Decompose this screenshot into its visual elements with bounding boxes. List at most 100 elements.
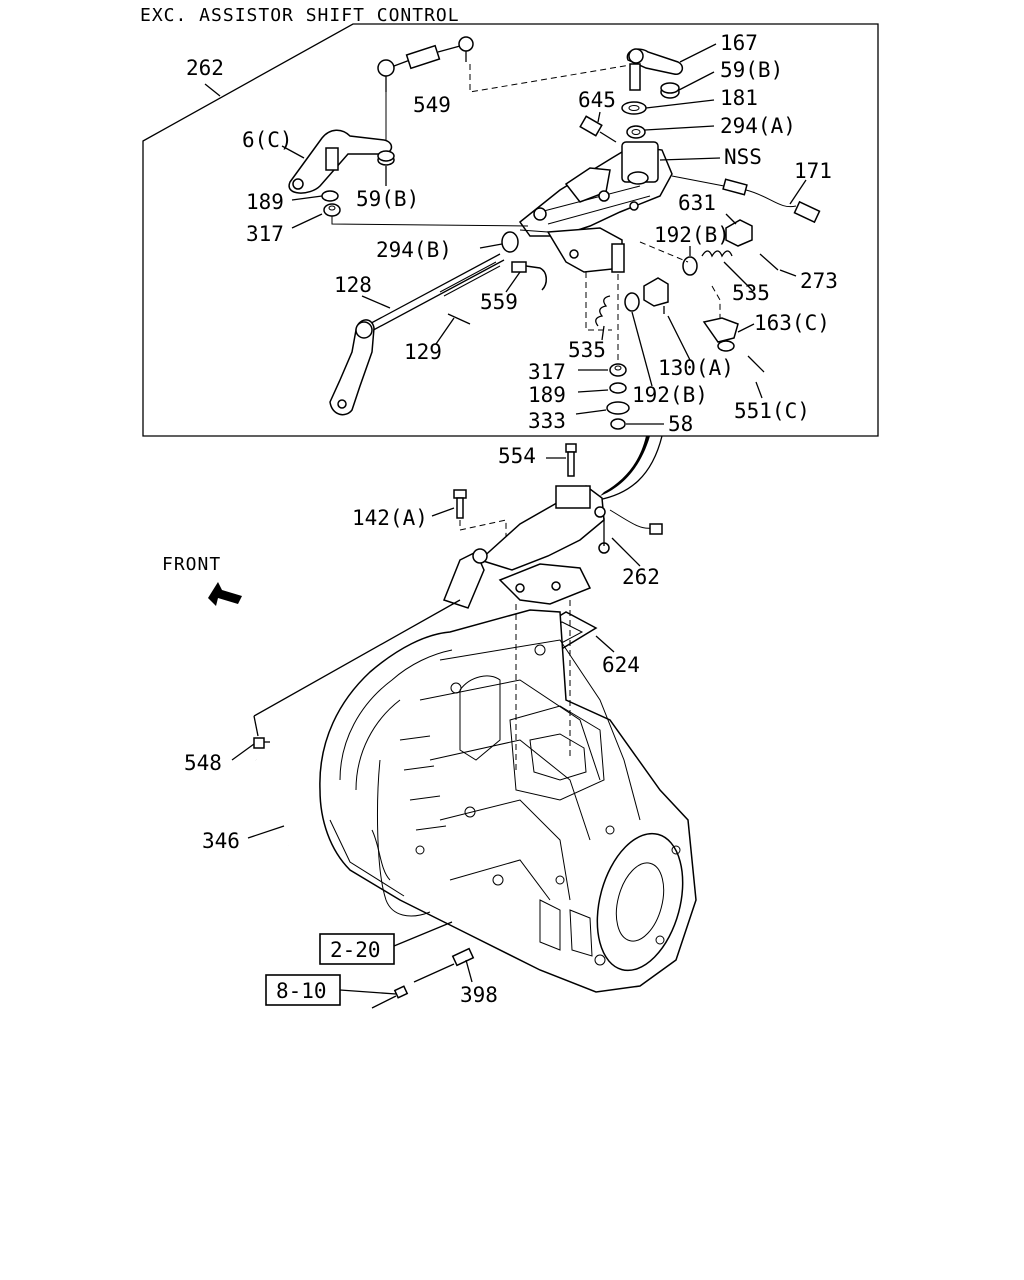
leader-273	[779, 269, 797, 277]
ref-box-2-20	[319, 933, 395, 965]
label-294a: 294(A)	[720, 114, 796, 138]
label-163c: 163(C)	[754, 311, 830, 335]
label-398: 398	[460, 983, 498, 1007]
bolt-8-10	[371, 985, 409, 1009]
label-262-top: 262	[186, 56, 224, 80]
bushing-317-low	[609, 363, 627, 377]
label-189-low: 189	[528, 383, 566, 407]
nut-59b-mid	[377, 150, 395, 166]
shift-housing-nss	[518, 141, 673, 237]
label-273: 273	[800, 269, 838, 293]
washer-181	[621, 101, 647, 115]
leader-129	[435, 317, 455, 345]
leader-333	[575, 409, 607, 415]
leader-142a	[431, 507, 455, 517]
label-624: 624	[602, 653, 640, 677]
leader-294a	[644, 125, 715, 131]
washer-333	[606, 401, 630, 415]
leader-2-20	[393, 921, 453, 947]
shift-rod-549	[377, 36, 474, 142]
label-559: 559	[480, 290, 518, 314]
sensor-398	[413, 947, 475, 983]
label-6c: 6(C)	[242, 128, 293, 152]
leader-167	[679, 43, 717, 63]
label-548: 548	[184, 751, 222, 775]
label-333: 333	[528, 409, 566, 433]
leader-189-low	[577, 389, 609, 393]
label-167: 167	[720, 31, 758, 55]
leader-128	[361, 295, 391, 309]
ref-box-8-10	[265, 974, 341, 1006]
label-551c: 551(C)	[734, 399, 810, 423]
label-nss: NSS	[724, 145, 762, 169]
label-189-top: 189	[246, 190, 284, 214]
leader-192b-low	[631, 311, 653, 387]
switch-645	[579, 115, 617, 143]
link-line-548b	[253, 715, 259, 737]
fitting-548	[253, 737, 270, 749]
shift-rod-128	[329, 253, 505, 416]
label-192b-low: 192(B)	[632, 383, 708, 407]
leader-262-top	[204, 83, 221, 97]
leader-nss	[659, 157, 721, 161]
bushing-317-top	[323, 203, 341, 217]
label-631: 631	[678, 191, 716, 215]
nut-59b-top	[660, 82, 680, 99]
nut-58	[610, 418, 626, 430]
label-59b-top: 59(B)	[720, 58, 783, 82]
lever-163c	[702, 317, 739, 352]
leader-189-top	[291, 195, 323, 201]
leader-551c	[755, 381, 763, 399]
leader-398	[465, 959, 473, 983]
label-130a: 130(A)	[658, 356, 734, 380]
leader-6c	[281, 145, 305, 159]
label-645: 645	[578, 88, 616, 112]
leader-171	[789, 179, 807, 205]
callout-arrow-edge	[597, 435, 663, 501]
label-8-10: 8-10	[276, 979, 327, 1003]
label-346: 346	[202, 829, 240, 853]
ring-189-low	[609, 382, 627, 394]
label-549: 549	[413, 93, 451, 117]
label-535-right: 535	[732, 281, 770, 305]
label-58: 58	[668, 412, 693, 436]
label-front: FRONT	[162, 554, 221, 575]
spring-535-right	[701, 250, 733, 258]
callout-arrow	[600, 436, 650, 496]
housing-bracket	[546, 227, 625, 273]
label-317-top: 317	[246, 222, 284, 246]
leader-548	[231, 743, 255, 761]
label-128: 128	[334, 273, 372, 297]
label-535-low: 535	[568, 338, 606, 362]
label-59b-mid: 59(B)	[356, 187, 419, 211]
label-317-low: 317	[528, 360, 566, 384]
ring-189-top	[321, 190, 339, 202]
washer-192b-low	[624, 292, 640, 312]
bushing-294a	[626, 125, 646, 139]
leader-317-top	[291, 213, 323, 229]
leader-631	[725, 213, 737, 225]
label-2-20: 2-20	[330, 938, 381, 962]
spring-535-low	[595, 295, 611, 327]
label-554: 554	[498, 444, 536, 468]
pin-273	[759, 253, 779, 271]
shift-assembly	[443, 485, 663, 609]
cap-631	[725, 219, 753, 247]
leader-130a	[667, 315, 691, 361]
leader-294b	[479, 243, 503, 249]
bolt-142a	[453, 489, 467, 519]
leader-262-low	[611, 537, 641, 567]
label-171: 171	[794, 159, 832, 183]
label-142a: 142(A)	[352, 506, 428, 530]
dash-192b	[639, 241, 689, 263]
dash-142a	[459, 519, 507, 550]
transmission-housing	[319, 609, 697, 993]
pin-551c	[747, 355, 765, 373]
detail-frame	[142, 23, 879, 437]
label-181: 181	[720, 86, 758, 110]
leader-59b-top	[678, 71, 715, 91]
lever-167	[626, 48, 684, 91]
bracket-6c	[288, 129, 393, 194]
pin-129	[447, 313, 471, 325]
